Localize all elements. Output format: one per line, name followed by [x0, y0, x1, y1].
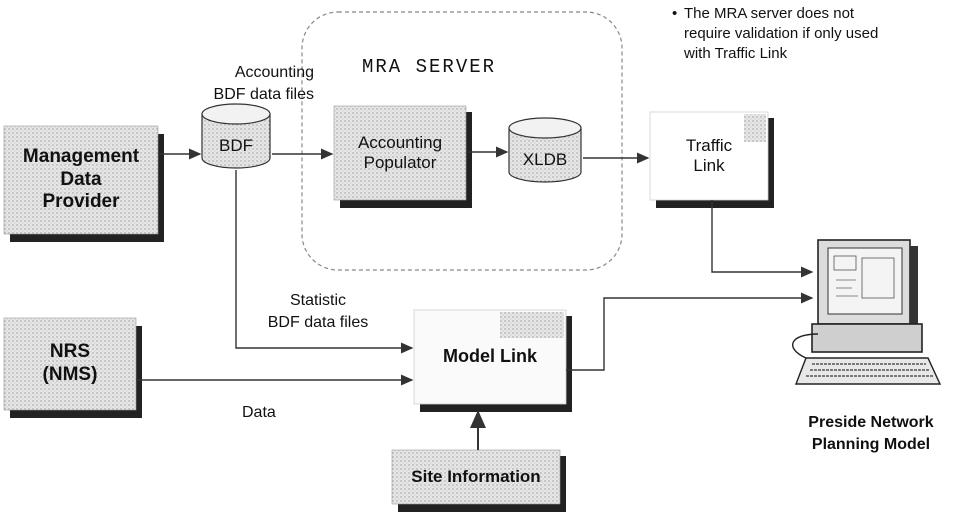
mra-server-title: MRA SERVER: [362, 56, 497, 78]
accounting-populator-label: Accounting Populator: [357, 132, 443, 172]
bdf-database: [201, 103, 271, 169]
data-label: Data: [242, 404, 276, 421]
management-data-provider-box: [3, 125, 164, 242]
nrs-nms-box: [3, 317, 142, 418]
management-data-provider-label: Management Data Provider: [22, 145, 140, 213]
nrs-nms-label: NRS (NMS): [42, 341, 98, 385]
xldb-database: [508, 117, 582, 183]
bdf-label: BDF: [219, 135, 253, 155]
site-information-label: Site Information: [411, 466, 541, 486]
workstation-computer-icon: [792, 239, 942, 385]
statistic-files-label: Statistic BDF data files: [267, 292, 369, 331]
model-link-box: [413, 309, 572, 412]
workstation-caption: Preside Network Planning Model: [808, 414, 934, 453]
note-bullet: •: [672, 5, 678, 22]
connector-bdf-to-model-link: [235, 170, 414, 354]
xldb-label: XLDB: [522, 149, 568, 169]
model-link-label: Model Link: [443, 346, 537, 367]
connector-traffic-link-to-workstation: [711, 200, 814, 278]
traffic-link-box: [649, 111, 774, 208]
accounting-populator-box: [333, 105, 472, 208]
site-information-box: [391, 449, 566, 512]
traffic-link-label: Traffic Link: [685, 135, 733, 175]
connector-model-link-to-workstation: [566, 292, 814, 371]
accounting-files-label: Accounting BDF data files: [213, 64, 314, 103]
mra-validation-note: The MRA server does not require validati…: [684, 5, 879, 62]
